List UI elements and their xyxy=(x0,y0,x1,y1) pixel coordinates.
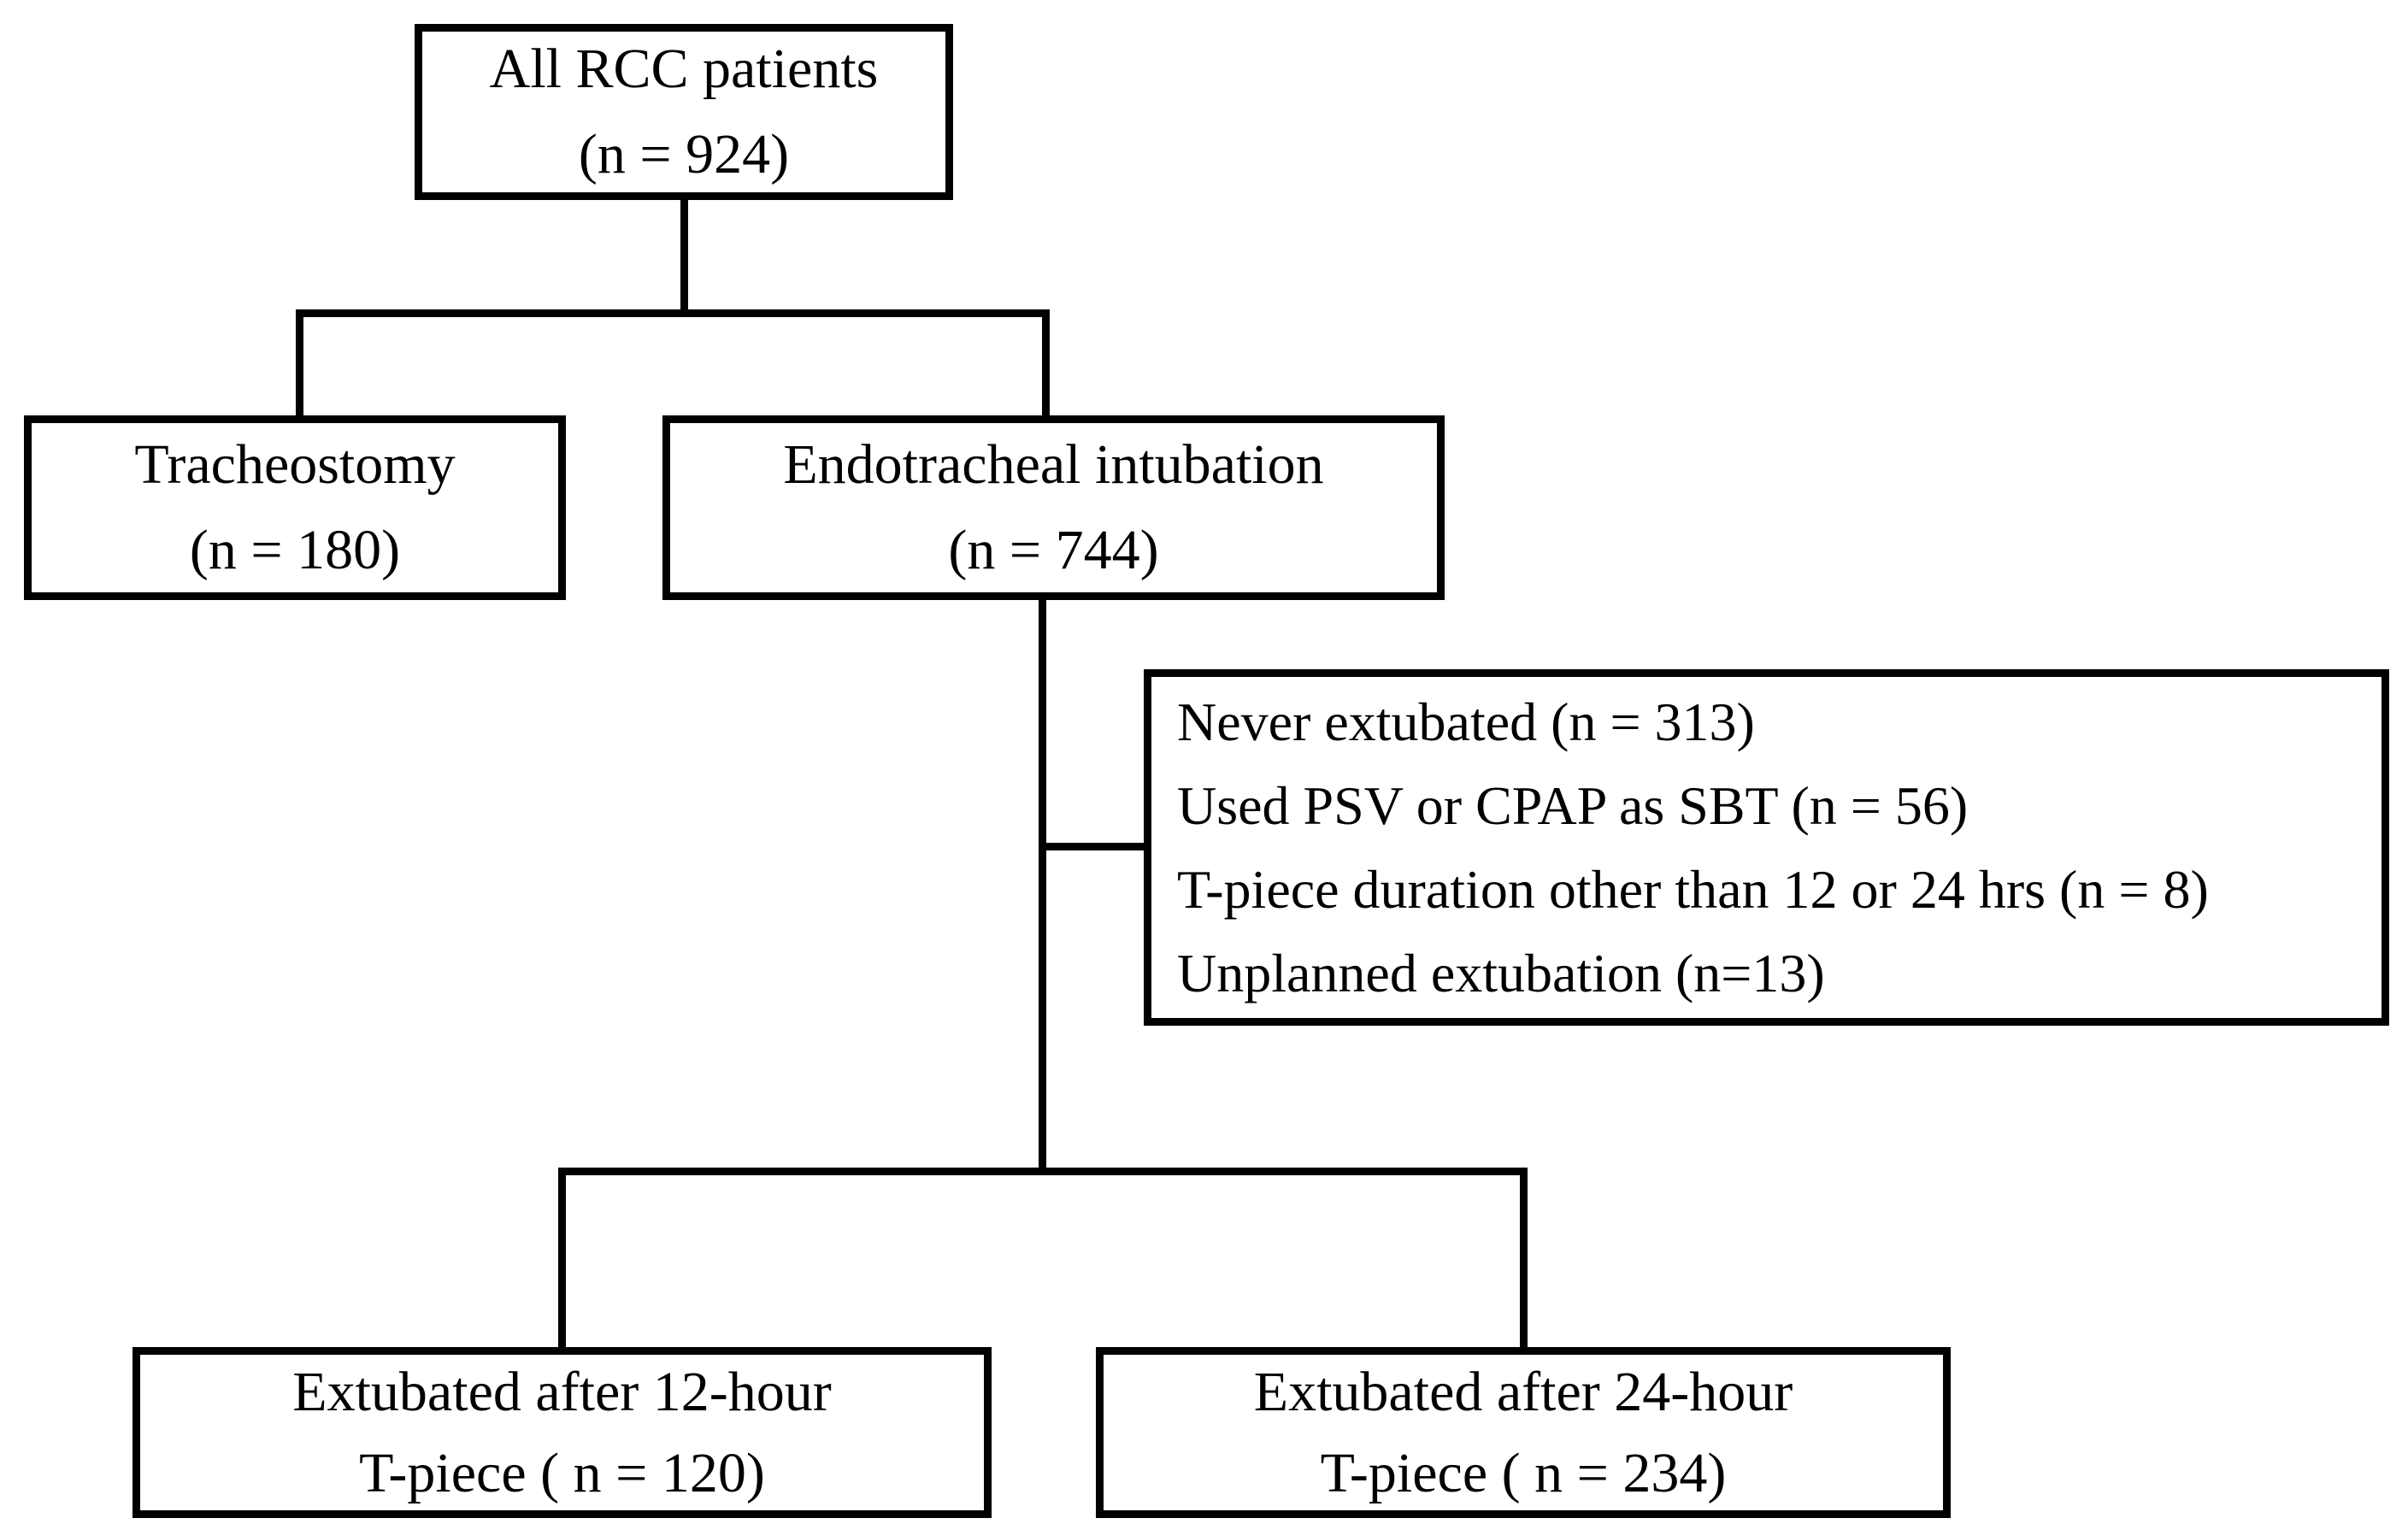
connector-bottom-right-vertical xyxy=(1520,1168,1528,1349)
connector-bottom-branch-horizontal xyxy=(558,1168,1528,1175)
exclusion-item-psv-cpap-sbt: Used PSV or CPAP as SBT (n = 56) xyxy=(1177,774,1969,836)
node-endotracheal-intubation-count: (n = 744) xyxy=(948,519,1159,581)
connector-exclusion-stub-horizontal xyxy=(1039,843,1151,850)
node-tracheostomy-count: (n = 180) xyxy=(189,519,401,581)
node-extubated-24-hour-label: Extubated after 24-hour xyxy=(1253,1361,1793,1423)
node-extubated-24-hour-count: T-piece ( n = 234) xyxy=(1320,1442,1727,1504)
connector-bottom-left-vertical xyxy=(558,1168,566,1349)
exclusion-item-unplanned-extubation: Unplanned extubation (n=13) xyxy=(1177,942,1825,1003)
node-extubated-12-hour-label: Extubated after 12-hour xyxy=(292,1361,832,1423)
exclusion-item-never-extubated: Never extubated (n = 313) xyxy=(1177,691,1755,752)
connector-mid-vertical xyxy=(1039,597,1046,1173)
node-all-rcc-patients-label: All RCC patients xyxy=(489,38,879,100)
node-tracheostomy-label: Tracheostomy xyxy=(134,433,456,496)
connector-right-branch-vertical xyxy=(1042,309,1050,421)
node-all-rcc-patients: All RCC patients (n = 924) xyxy=(415,24,953,200)
node-extubated-12-hour-count: T-piece ( n = 120) xyxy=(359,1442,765,1504)
node-exclusions: Never extubated (n = 313) Used PSV or CP… xyxy=(1144,669,2389,1026)
node-tracheostomy: Tracheostomy (n = 180) xyxy=(24,415,566,600)
node-all-rcc-patients-count: (n = 924) xyxy=(578,123,790,185)
exclusion-item-tpiece-duration-other: T-piece duration other than 12 or 24 hrs… xyxy=(1177,858,2209,920)
node-extubated-12-hour: Extubated after 12-hour T-piece ( n = 12… xyxy=(132,1347,992,1518)
connector-top-branch-horizontal xyxy=(296,309,1050,317)
node-extubated-24-hour: Extubated after 24-hour T-piece ( n = 23… xyxy=(1096,1347,1951,1518)
node-endotracheal-intubation: Endotracheal intubation (n = 744) xyxy=(662,415,1445,600)
node-endotracheal-intubation-label: Endotracheal intubation xyxy=(783,433,1324,496)
connector-top-vertical xyxy=(680,195,688,317)
connector-left-branch-vertical xyxy=(296,309,303,421)
